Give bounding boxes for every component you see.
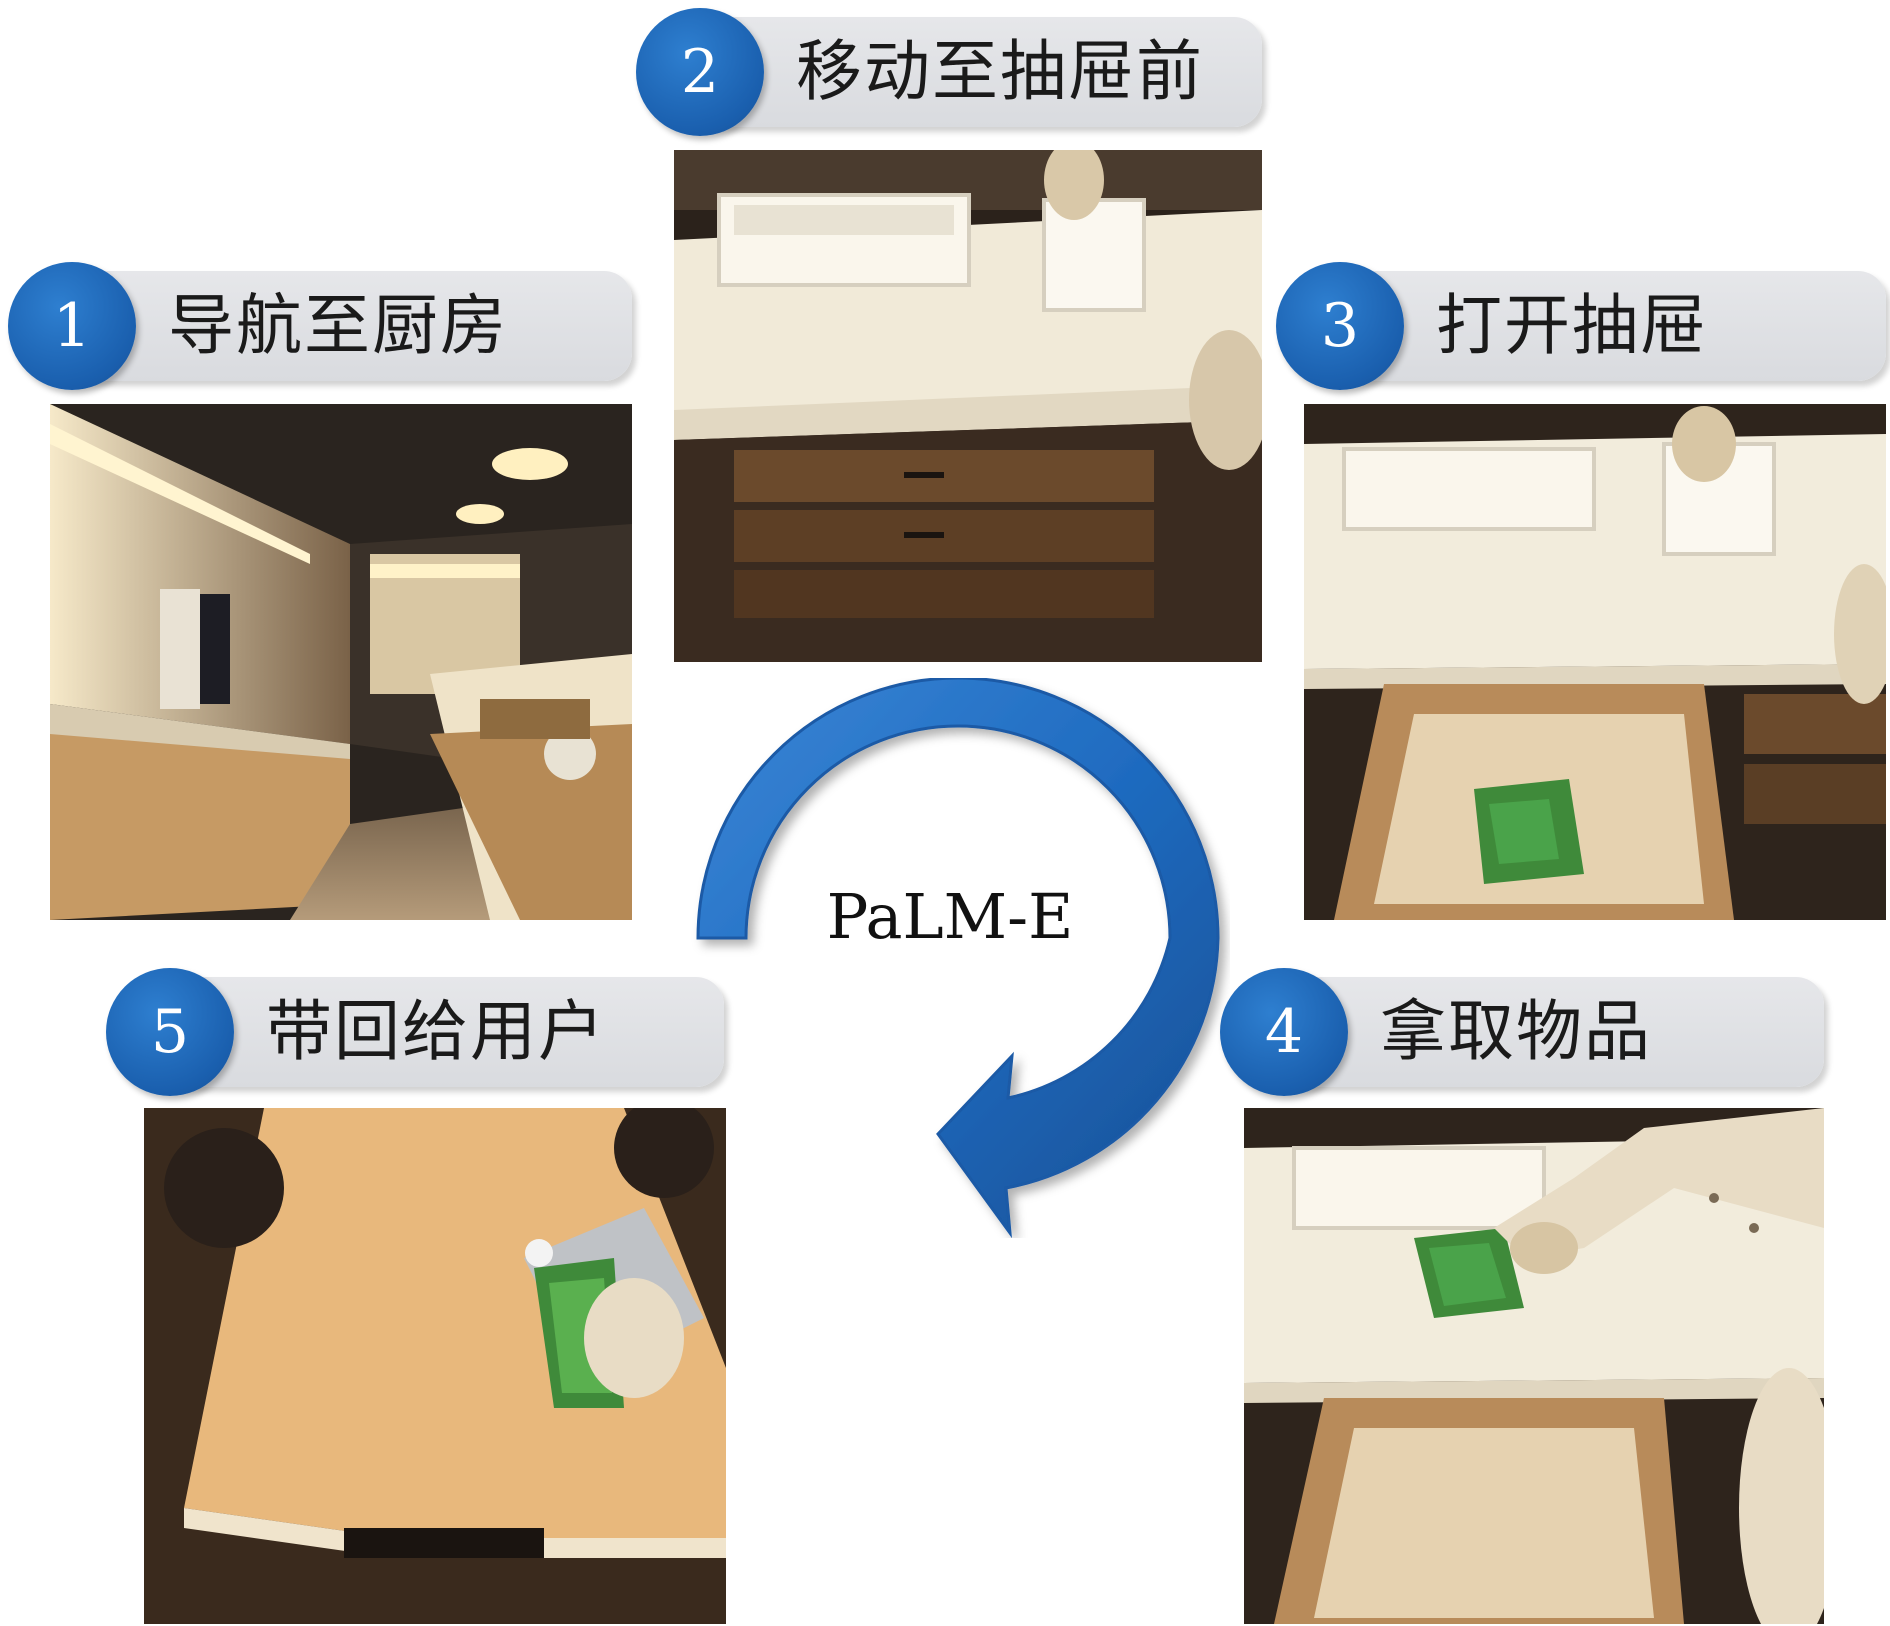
step-5-pill (164, 977, 724, 1087)
step-5-header: 5 带回给用户 (106, 968, 724, 1096)
step-3-header: 3 打开抽屉 (1276, 262, 1886, 390)
step-2-label: 移动至抽屉前 (796, 33, 1204, 110)
cycle-arrow-shape (696, 678, 1220, 1238)
step-5-photo-return-to-user (144, 1108, 726, 1624)
step-4-number: 4 (1220, 968, 1348, 1096)
circular-arrow-icon (696, 678, 1220, 1238)
step-5-label: 带回给用户 (266, 993, 606, 1070)
step-3-photo-open-drawer (1304, 404, 1886, 920)
step-1-header: 1 导航至厨房 (8, 262, 632, 390)
step-5-number: 5 (106, 968, 234, 1096)
step-3-label: 打开抽屉 (1436, 287, 1708, 364)
step-3-pill (1334, 271, 1886, 381)
step-1-number: 1 (8, 262, 136, 390)
step-2-pill (694, 17, 1262, 127)
step-4-pill (1278, 977, 1824, 1087)
step-2-header: 2 移动至抽屉前 (636, 8, 1262, 136)
step-4-header: 4 拿取物品 (1220, 968, 1824, 1096)
step-3-number: 3 (1276, 262, 1404, 390)
step-1-label: 导航至厨房 (168, 287, 508, 364)
step-2-number: 2 (636, 8, 764, 136)
step-2-photo-counter (674, 150, 1262, 662)
step-4-label: 拿取物品 (1380, 993, 1652, 1070)
step-1-pill (66, 271, 632, 381)
center-model-label: PaLM-E (826, 880, 1074, 953)
step-4-photo-grab-item (1244, 1108, 1824, 1624)
step-1-photo-kitchen (50, 404, 632, 920)
